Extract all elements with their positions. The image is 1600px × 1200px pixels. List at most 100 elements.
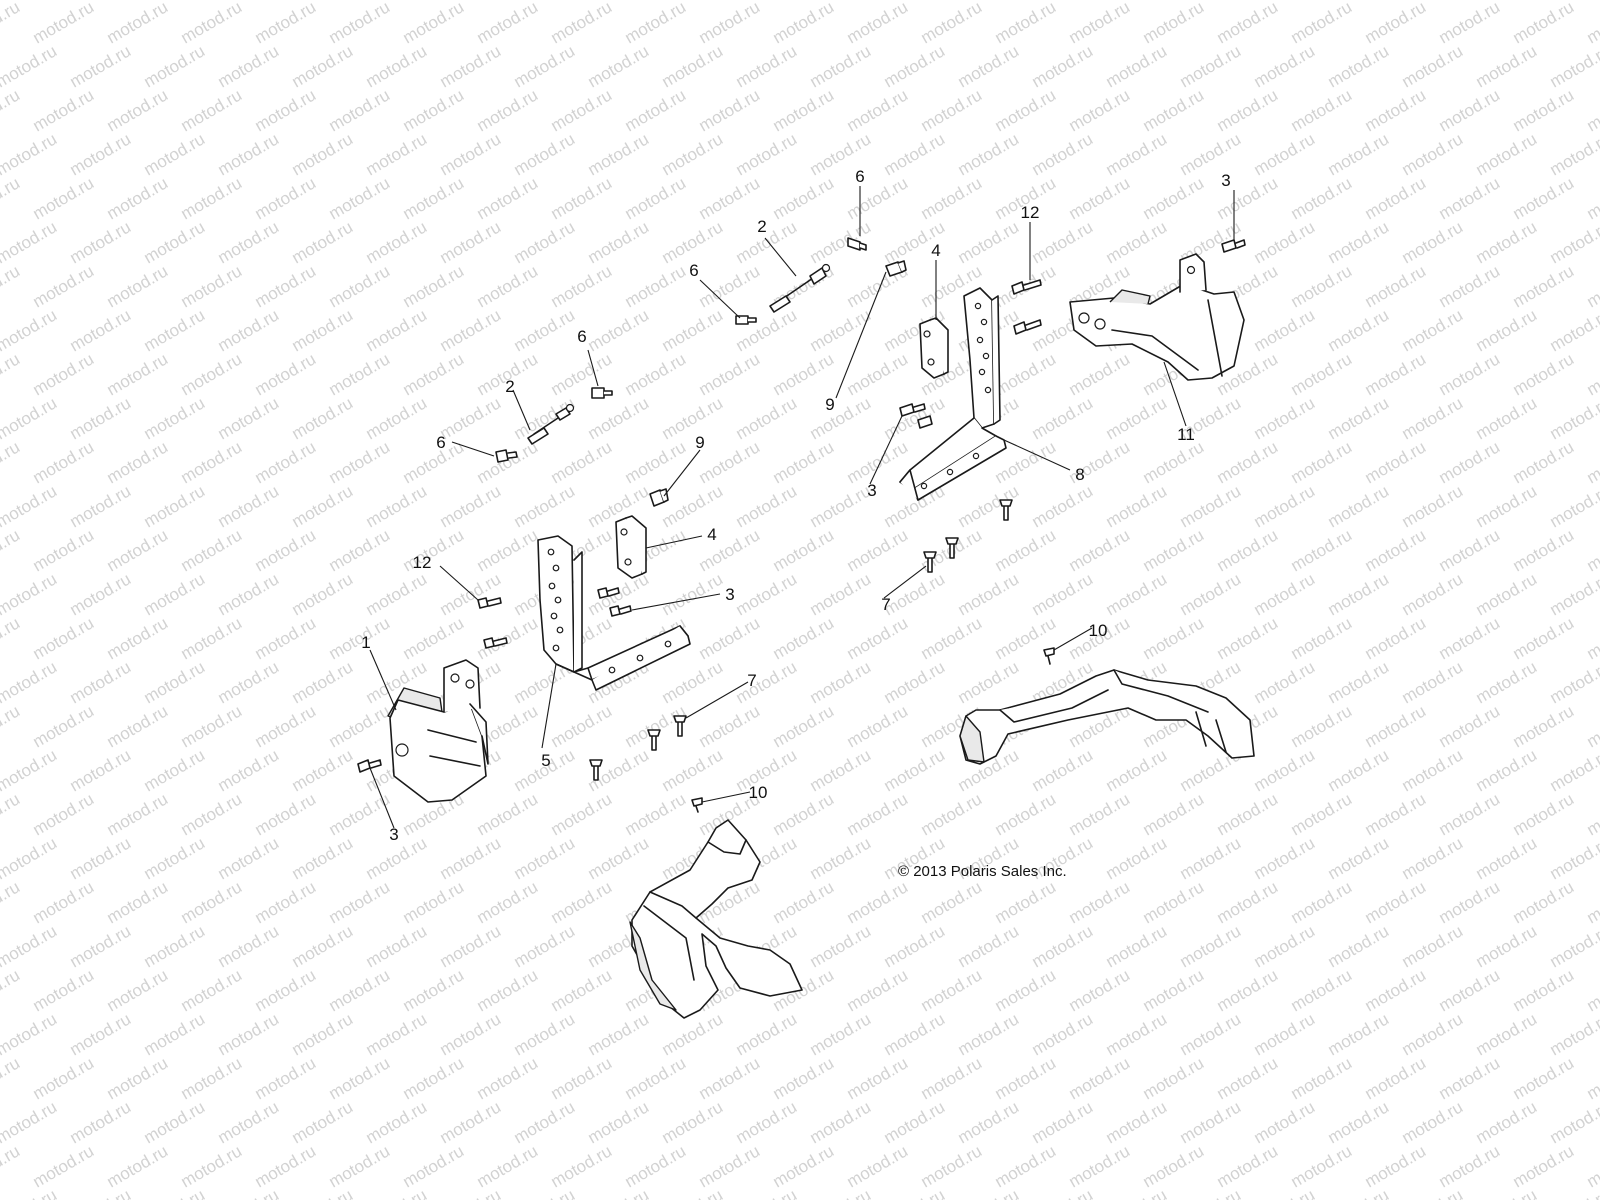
part-10-clip-left (691, 797, 703, 813)
watermark-text: motod.ru (1362, 173, 1430, 223)
watermark-text: motod.ru (1029, 1097, 1097, 1147)
watermark-text: motod.ru (1140, 613, 1208, 663)
watermark-text: motod.ru (1214, 789, 1282, 839)
watermark-text: motod.ru (215, 129, 283, 179)
watermark-text: motod.ru (400, 261, 468, 311)
watermark-text: motod.ru (1325, 1009, 1393, 1059)
watermark-text: motod.ru (1473, 1097, 1541, 1147)
watermark-text: motod.ru (30, 965, 98, 1015)
watermark-text: motod.ru (918, 789, 986, 839)
watermark-text: motod.ru (1399, 1009, 1467, 1059)
watermark-text: motod.ru (1251, 393, 1319, 443)
watermark-text: motod.ru (0, 877, 23, 927)
watermark-text: motod.ru (326, 525, 394, 575)
watermark-text: motod.ru (1473, 481, 1541, 531)
watermark-text: motod.ru (1103, 833, 1171, 883)
watermark-text: motod.ru (289, 393, 357, 443)
part-4-left-block (615, 515, 647, 579)
watermark-text: motod.ru (178, 349, 246, 399)
watermark-text: motod.ru (437, 921, 505, 971)
watermark-text: motod.ru (1066, 525, 1134, 575)
watermark-text: motod.ru (289, 833, 357, 883)
watermark-text: motod.ru (104, 0, 172, 47)
watermark-text: motod.ru (1140, 173, 1208, 223)
watermark-text: motod.ru (733, 393, 801, 443)
watermark-text: motod.ru (1103, 921, 1171, 971)
watermark-text: motod.ru (30, 0, 98, 47)
watermark-text: motod.ru (1140, 877, 1208, 927)
callout-5: 5 (541, 751, 550, 770)
watermark-text: motod.ru (733, 1009, 801, 1059)
watermark-text: motod.ru (696, 1053, 764, 1103)
watermark-text: motod.ru (67, 41, 135, 91)
watermark-text: motod.ru (918, 1053, 986, 1103)
watermark-text: motod.ru (400, 613, 468, 663)
watermark-text: motod.ru (807, 657, 875, 707)
watermark-text: motod.ru (548, 0, 616, 47)
watermark-text: motod.ru (918, 0, 986, 47)
watermark-text: motod.ru (437, 569, 505, 619)
watermark-text: motod.ru (1436, 789, 1504, 839)
watermark-text: motod.ru (1473, 393, 1541, 443)
watermark-text: motod.ru (30, 613, 98, 663)
watermark-text: motod.ru (955, 569, 1023, 619)
callout-11: 11 (1177, 425, 1195, 444)
watermark-text: motod.ru (1214, 877, 1282, 927)
watermark-text: motod.ru (622, 349, 690, 399)
watermark-text: motod.ru (511, 217, 579, 267)
watermark-text: motod.ru (1251, 657, 1319, 707)
part-6-screw-d (495, 449, 518, 463)
watermark-text: motod.ru (30, 1053, 98, 1103)
watermark-text: motod.ru (1288, 173, 1356, 223)
watermark-text: motod.ru (1547, 305, 1600, 355)
watermark-text: motod.ru (67, 393, 135, 443)
watermark-text: motod.ru (252, 789, 320, 839)
watermark-text: motod.ru (955, 217, 1023, 267)
callout-7: 7 (747, 671, 756, 690)
watermark-text: motod.ru (733, 129, 801, 179)
watermark-text: motod.ru (400, 173, 468, 223)
watermark-text: motod.ru (1103, 1097, 1171, 1147)
watermark-text: motod.ru (585, 217, 653, 267)
watermark-text: motod.ru (1362, 965, 1430, 1015)
watermark-text: motod.ru (215, 833, 283, 883)
watermark-text: motod.ru (1436, 349, 1504, 399)
watermark-text: motod.ru (1436, 1141, 1504, 1191)
watermark-text: motod.ru (1362, 0, 1430, 47)
watermark-text: motod.ru (30, 261, 98, 311)
watermark-text: motod.ru (770, 613, 838, 663)
watermark-text: motod.ru (1103, 1009, 1171, 1059)
watermark-text: motod.ru (1214, 1053, 1282, 1103)
watermark-text: motod.ru (67, 217, 135, 267)
watermark-text: motod.ru (178, 525, 246, 575)
callout-12: 12 (413, 553, 432, 572)
watermark-text: motod.ru (215, 481, 283, 531)
watermark-text: motod.ru (1066, 173, 1134, 223)
watermark-text: motod.ru (178, 701, 246, 751)
watermark-text: motod.ru (215, 41, 283, 91)
callout-3: 3 (1221, 171, 1230, 190)
watermark-text: motod.ru (770, 701, 838, 751)
watermark-text: motod.ru (178, 1141, 246, 1191)
watermark-text: motod.ru (1399, 657, 1467, 707)
watermark-text: motod.ru (437, 217, 505, 267)
watermark-text: motod.ru (881, 1185, 949, 1200)
watermark-text: motod.ru (844, 877, 912, 927)
watermark-text: motod.ru (696, 85, 764, 135)
watermark-text: motod.ru (215, 1009, 283, 1059)
watermark-text: motod.ru (0, 1009, 60, 1059)
watermark-text: motod.ru (141, 129, 209, 179)
watermark-text: motod.ru (141, 569, 209, 619)
watermark-text: motod.ru (0, 789, 23, 839)
watermark-text: motod.ru (0, 261, 23, 311)
watermark-text: motod.ru (548, 261, 616, 311)
watermark-text: motod.ru (1584, 965, 1600, 1015)
watermark-text: motod.ru (548, 437, 616, 487)
watermark-text: motod.ru (326, 965, 394, 1015)
watermark-text: motod.ru (363, 129, 431, 179)
callout-3: 3 (867, 481, 876, 500)
watermark-text: motod.ru (0, 217, 60, 267)
watermark-text: motod.ru (659, 1097, 727, 1147)
watermark-text: motod.ru (696, 525, 764, 575)
watermark-text: motod.ru (1362, 349, 1430, 399)
